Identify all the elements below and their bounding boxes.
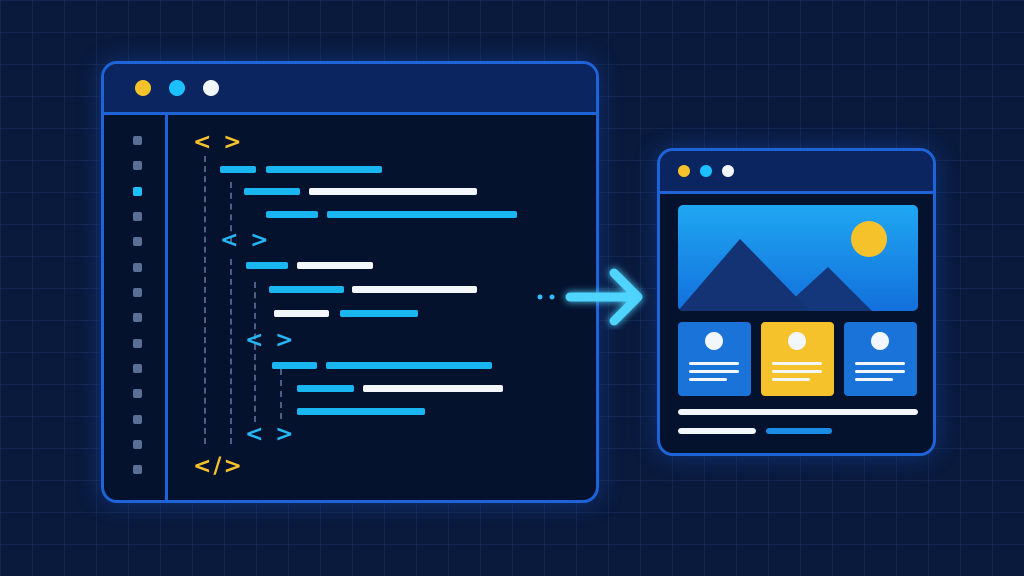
code-token (220, 166, 256, 173)
window-dot-yellow (678, 165, 690, 177)
card-text-line (855, 370, 905, 373)
preview-titlebar (660, 151, 933, 194)
preview-text-line (678, 409, 918, 415)
gutter-marker (133, 288, 142, 297)
gutter-marker-active (133, 187, 142, 196)
code-token (244, 188, 300, 195)
code-token (297, 385, 354, 392)
code-editor-window: < > < > < > < > </> (101, 61, 599, 503)
gutter-marker (133, 212, 142, 221)
content-card (844, 322, 917, 396)
code-token (297, 408, 425, 415)
code-token (363, 385, 503, 392)
code-token (266, 166, 382, 173)
content-card (678, 322, 751, 396)
card-text-line (689, 370, 739, 373)
gutter-marker (133, 313, 142, 322)
avatar (871, 332, 889, 350)
code-token (274, 310, 329, 317)
avatar (788, 332, 806, 350)
gutter-marker (133, 389, 142, 398)
indent-guide (230, 259, 232, 444)
preview-text-line (678, 428, 756, 434)
window-dot-white (203, 80, 219, 96)
card-text-line (855, 378, 893, 381)
gutter-marker (133, 465, 142, 474)
card-text-line (689, 362, 739, 365)
gutter-marker (133, 339, 142, 348)
website-preview-window (657, 148, 936, 456)
gutter-marker (133, 136, 142, 145)
mountains-icon (678, 239, 872, 311)
window-dot-yellow (135, 80, 151, 96)
code-token (266, 211, 318, 218)
indent-guide (254, 282, 256, 422)
window-dot-white (722, 165, 734, 177)
html-open-tag: < > (245, 328, 296, 353)
code-token (272, 362, 317, 369)
gutter-marker (133, 415, 142, 424)
avatar (705, 332, 723, 350)
code-token (326, 362, 492, 369)
window-dot-blue (169, 80, 185, 96)
code-editor-titlebar (104, 64, 596, 115)
content-card-highlighted (761, 322, 834, 396)
window-dot-blue (700, 165, 712, 177)
html-open-tag: < > (193, 130, 244, 155)
code-token (297, 262, 373, 269)
html-open-tag: < > (245, 422, 296, 447)
image-placeholder-icon (678, 205, 918, 311)
gutter-marker (133, 237, 142, 246)
code-token (327, 211, 517, 218)
line-number-gutter (104, 115, 168, 500)
html-close-tag: </> (193, 454, 244, 479)
arrow-right-icon (537, 268, 643, 326)
indent-guide (230, 182, 232, 242)
code-token (246, 262, 288, 269)
card-text-line (855, 362, 905, 365)
indent-guide (204, 156, 206, 444)
gutter-marker (133, 161, 142, 170)
code-token (352, 286, 477, 293)
indent-guide (280, 369, 282, 419)
card-text-line (689, 378, 727, 381)
code-token (340, 310, 418, 317)
gutter-marker (133, 364, 142, 373)
card-text-line (772, 362, 822, 365)
code-token (269, 286, 344, 293)
gutter-marker (133, 440, 142, 449)
preview-link-line (766, 428, 832, 434)
sun-icon (851, 221, 887, 257)
gutter-marker (133, 263, 142, 272)
card-text-line (772, 378, 810, 381)
code-token (309, 188, 477, 195)
html-open-tag: < > (220, 228, 271, 253)
card-text-line (772, 370, 822, 373)
